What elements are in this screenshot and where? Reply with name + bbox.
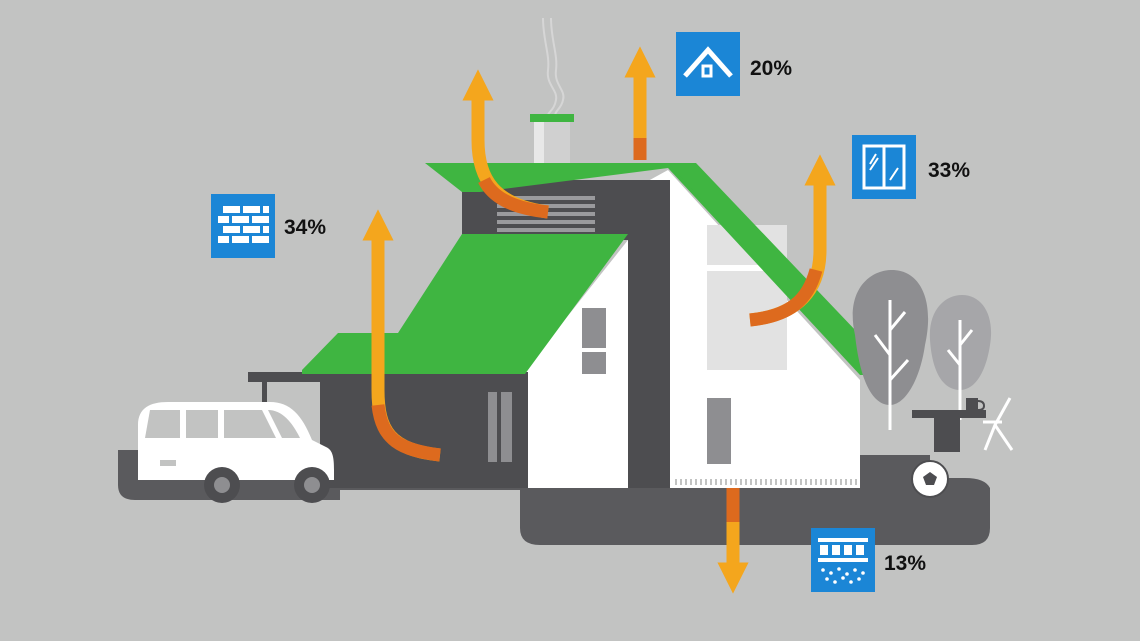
left-wall bbox=[338, 372, 528, 488]
chimney bbox=[530, 114, 574, 168]
attic-heat-arrow bbox=[462, 69, 549, 219]
right-roof bbox=[668, 163, 898, 375]
patio-table bbox=[912, 397, 1014, 452]
floor-loss-label: 13% bbox=[884, 552, 926, 575]
soccer-ball bbox=[911, 460, 949, 498]
floor-insulation-icon bbox=[818, 538, 868, 584]
walls-loss-label: 34% bbox=[284, 216, 326, 239]
chimney-smoke bbox=[542, 17, 558, 119]
roof-tile: 20% bbox=[676, 32, 792, 96]
window-icon bbox=[862, 144, 906, 190]
brick-wall-icon bbox=[218, 206, 269, 243]
main-gable bbox=[525, 240, 628, 488]
floor-tile: 13% bbox=[811, 528, 926, 592]
house-roof-icon bbox=[683, 46, 733, 78]
windows-tile: 33% bbox=[852, 135, 970, 199]
trees bbox=[852, 270, 992, 430]
car bbox=[138, 402, 334, 503]
chimney-smoke-2 bbox=[550, 17, 565, 119]
walls-heat-arrow bbox=[362, 209, 441, 462]
windows-loss-label: 33% bbox=[928, 159, 970, 182]
right-wing bbox=[628, 170, 860, 488]
roof-loss-label: 20% bbox=[750, 57, 792, 80]
heat-arrows bbox=[362, 46, 836, 594]
windows-heat-arrow bbox=[749, 154, 836, 327]
walls-tile: 34% bbox=[211, 194, 326, 258]
